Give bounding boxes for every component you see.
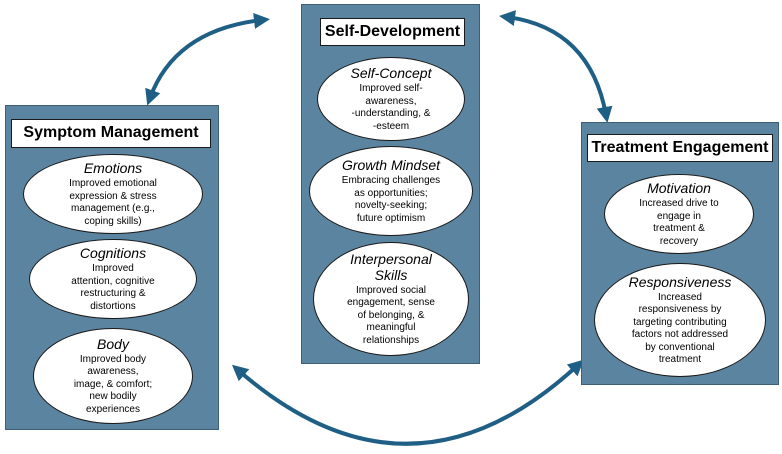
motivation-ellipse: Motivation Increased drive to engage in … (604, 174, 754, 254)
growth-mindset-ellipse: Growth Mindset Embracing challenges as o… (309, 146, 473, 236)
growth-mindset-heading: Growth Mindset (341, 157, 441, 173)
interpersonal-skills-ellipse: Interpersonal Skills Improved social eng… (313, 242, 469, 356)
self-development-title: Self-Development (320, 18, 465, 46)
interpersonal-skills-text: Improved social engagement, sense of bel… (347, 284, 435, 346)
responsiveness-text: Increased responsiveness by targeting co… (631, 291, 729, 366)
arrow-treatment-to-symptom (231, 359, 584, 446)
self-concept-text: Improved self- awareness, -understanding… (351, 83, 431, 132)
emotions-heading: Emotions (83, 160, 143, 176)
arrow-self-development-to-treatment (499, 10, 613, 123)
emotions-ellipse: Emotions Improved emotional expression &… (23, 154, 203, 234)
treatment-engagement-title: Treatment Engagement (587, 134, 773, 162)
treatment-engagement-panel: Treatment Engagement Motivation Increase… (581, 122, 779, 385)
responsiveness-ellipse: Responsiveness Increased responsiveness … (594, 263, 766, 377)
motivation-text: Increased drive to engage in treatment &… (639, 198, 719, 247)
body-heading: Body (97, 335, 129, 352)
cognitions-text: Improved attention, cognitive restructur… (71, 263, 155, 312)
symptom-management-title: Symptom Management (11, 119, 211, 148)
body-ellipse: Body Improved body awareness, image, & c… (33, 328, 193, 424)
self-development-panel: Self-Development Self-Concept Improved s… (301, 4, 480, 364)
cognitions-ellipse: Cognitions Improved attention, cognitive… (29, 239, 197, 319)
self-concept-heading: Self-Concept (350, 65, 432, 81)
symptom-management-panel: Symptom Management Emotions Improved emo… (5, 105, 219, 430)
emotions-text: Improved emotional expression & stress m… (69, 178, 157, 227)
self-concept-ellipse: Self-Concept Improved self- awareness, -… (317, 57, 465, 141)
arrow-symptom-to-self-development (145, 12, 270, 106)
motivation-heading: Motivation (647, 180, 711, 196)
cognitions-heading: Cognitions (79, 245, 147, 261)
body-text: Improved body awareness, image, & comfor… (73, 353, 153, 415)
interpersonal-skills-heading: Interpersonal Skills (350, 250, 432, 283)
responsiveness-heading: Responsiveness (628, 273, 732, 290)
growth-mindset-text: Embracing challenges as opportunities; n… (341, 175, 441, 224)
